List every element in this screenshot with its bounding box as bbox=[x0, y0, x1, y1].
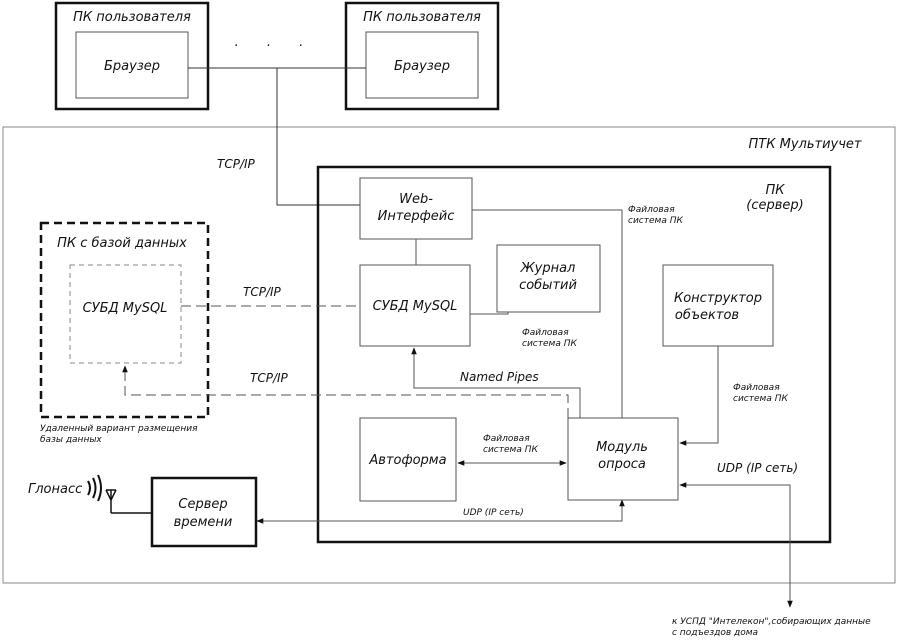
constructor-poll-line bbox=[679, 346, 719, 446]
poll-line-2: опроса bbox=[598, 457, 646, 472]
journal-dbms-line bbox=[470, 312, 509, 315]
browser-to-web-line bbox=[276, 68, 360, 206]
server-title-1: ПК bbox=[765, 183, 785, 198]
tcpip-low-label: TCP/IP bbox=[250, 371, 289, 385]
user-pc-2: ПК пользователя Браузер bbox=[344, 1, 500, 111]
tcpip-mid-label: TCP/IP bbox=[243, 285, 282, 299]
udp-external-line bbox=[679, 482, 793, 608]
web-poll-line bbox=[472, 209, 623, 418]
udp-small-label: UDP (IP сеть) bbox=[463, 508, 524, 518]
fs-con-1: Файловая bbox=[733, 383, 780, 393]
poll-line-1: Модуль bbox=[596, 440, 648, 455]
antenna-icon bbox=[87, 474, 152, 514]
web-interface-box: Web- Интерфейс bbox=[359, 177, 473, 240]
user-pc-2-title: ПК пользователя bbox=[363, 10, 481, 25]
autoform-box: Автоформа bbox=[359, 417, 457, 502]
tcpip-top-label: TCP/IP bbox=[217, 157, 256, 171]
ptk-outer-area bbox=[2, 126, 896, 584]
fs-auto-1: Файловая bbox=[483, 434, 530, 444]
dbms-local-box: СУБД MySQL bbox=[359, 264, 471, 347]
db-pc-title: ПК с базой данных bbox=[57, 236, 187, 251]
fs-con-2: система ПК bbox=[733, 394, 788, 404]
time-line-1: Сервер bbox=[178, 497, 227, 512]
object-constructor-box: Конструктор объектов bbox=[662, 264, 774, 347]
time-server-box: Сервер времени bbox=[150, 476, 258, 548]
fs-web-2: система ПК bbox=[628, 216, 683, 226]
constructor-line-2: объектов bbox=[675, 308, 739, 323]
poll-time-line bbox=[256, 499, 625, 524]
named-pipes-label: Named Pipes bbox=[460, 370, 539, 384]
fs-db-2: система ПК bbox=[522, 339, 577, 349]
fs-auto-2: система ПК bbox=[483, 445, 538, 455]
bottom-caption-1: к УСПД "Интелекон",собирающих данные bbox=[672, 617, 871, 627]
web-line-1: Web- bbox=[399, 192, 433, 207]
db-pc-dbms: СУБД MySQL bbox=[83, 301, 168, 316]
poll-module-box: Модуль опроса bbox=[567, 417, 679, 501]
time-line-2: времени bbox=[174, 515, 233, 530]
remote-pipe-line bbox=[122, 365, 569, 418]
user-pc-1-title: ПК пользователя bbox=[73, 10, 191, 25]
server-title-2: (сервер) bbox=[746, 198, 803, 213]
ellipsis-dots: . . . bbox=[235, 35, 316, 50]
db-caption-1: Удаленный вариант размещения bbox=[40, 424, 198, 434]
event-journal-box: Журнал событий bbox=[496, 244, 601, 313]
autoform-label: Автоформа bbox=[368, 453, 446, 468]
glonass-label: Глонасс bbox=[28, 482, 82, 497]
fs-db-1: Файловая bbox=[522, 328, 569, 338]
web-line-2: Интерфейс bbox=[378, 209, 455, 224]
journal-line-2: событий bbox=[519, 278, 577, 293]
udp-ip-label: UDP (IP сеть) bbox=[717, 461, 798, 475]
user-pc-2-browser: Браузер bbox=[394, 59, 450, 74]
bottom-caption-2: с подъездов дома bbox=[672, 628, 758, 638]
user-pc-1: ПК пользователя Браузер bbox=[54, 1, 210, 111]
fs-web-1: Файловая bbox=[628, 205, 675, 215]
db-pc-box: ПК с базой данных СУБД MySQL bbox=[39, 221, 210, 419]
user-pc-1-browser: Браузер bbox=[104, 59, 160, 74]
dbms-local-label: СУБД MySQL bbox=[373, 299, 458, 314]
ptk-outer-title: ПТК Мультиучет bbox=[749, 137, 862, 152]
server-pc-box bbox=[316, 165, 832, 544]
db-caption-2: базы данных bbox=[40, 435, 102, 445]
named-pipes-line bbox=[411, 347, 581, 418]
journal-line-1: Журнал bbox=[520, 261, 576, 276]
constructor-line-1: Конструктор bbox=[674, 291, 762, 306]
